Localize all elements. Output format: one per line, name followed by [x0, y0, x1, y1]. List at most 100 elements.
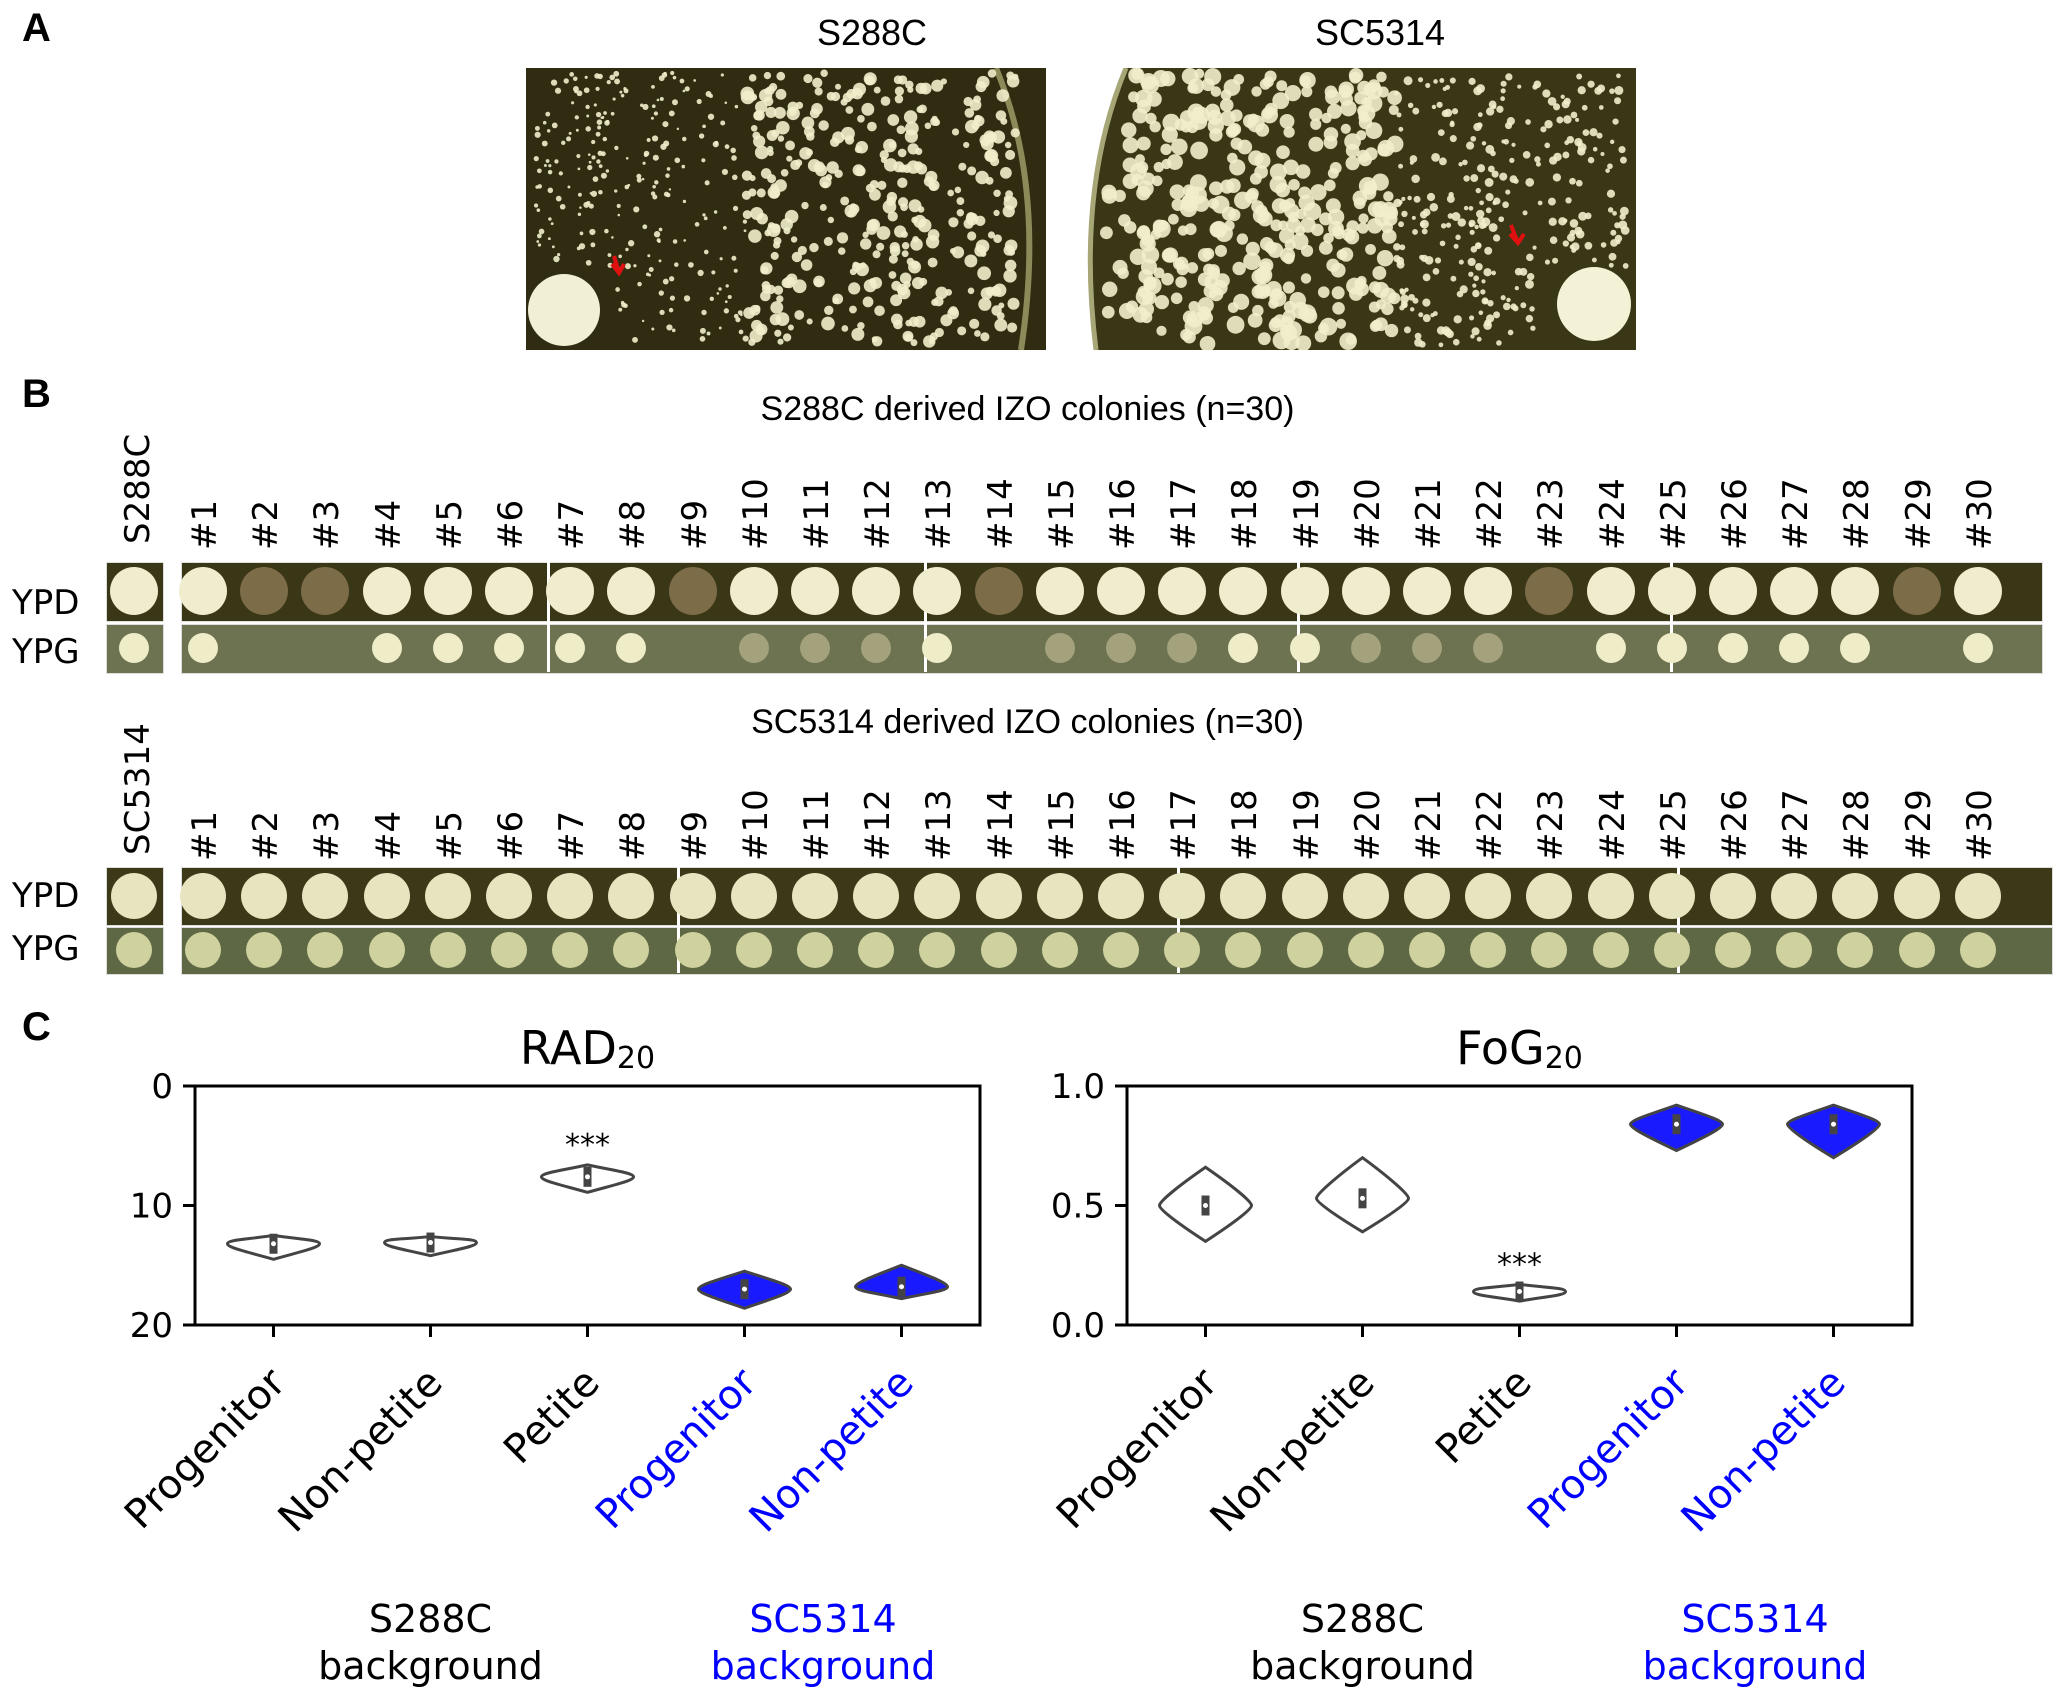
isolate-label: #26 — [1715, 789, 1755, 861]
ypg-spot — [797, 932, 833, 968]
ypd-spot — [1280, 567, 1329, 615]
plate-photo-s288c — [526, 68, 1046, 350]
ypd-spot — [1710, 872, 1756, 919]
category-label: Progenitor — [116, 1359, 295, 1538]
ypg-spot — [1412, 633, 1442, 663]
isolate-label: #6 — [491, 810, 531, 861]
violin-median — [1674, 1121, 1679, 1127]
ypd-spot — [1892, 567, 1941, 615]
ypd-spot — [1831, 567, 1880, 615]
ypd-spot — [302, 872, 349, 919]
ypd-spot — [1954, 872, 2001, 919]
isolate-label: #22 — [1470, 789, 1511, 861]
control-ypg-spot — [116, 932, 152, 968]
ypd-spot — [1465, 872, 1512, 919]
ypd-spot — [1893, 872, 1940, 919]
ypg-spot — [307, 932, 344, 968]
ypg-spot — [246, 932, 283, 968]
ypd-spot — [1709, 567, 1757, 615]
ypg-spot — [735, 932, 772, 968]
significance-marker: *** — [1497, 1247, 1542, 1282]
y-tick-label: 1.0 — [1051, 1067, 1105, 1107]
ypd-spot — [669, 872, 716, 919]
isolate-label: #27 — [1776, 789, 1817, 861]
ypd-spot — [486, 872, 532, 919]
isolate-label: #9 — [674, 499, 715, 550]
panel-label-c: C — [22, 1005, 51, 1049]
isolate-label: #14 — [980, 478, 1021, 550]
control-ypd-spot — [111, 872, 157, 919]
ypg-spot — [858, 932, 895, 968]
isolate-label: #12 — [858, 478, 899, 550]
isolate-label: #28 — [1837, 789, 1878, 861]
group-label-line1: S288C — [1301, 1597, 1424, 1641]
colony-field — [533, 69, 1020, 348]
ypd-spot — [729, 567, 778, 615]
ypd-spot — [1035, 567, 1084, 615]
group-label-line1: S288C — [369, 1597, 492, 1641]
violin-median — [428, 1240, 433, 1246]
isolate-label: #1 — [185, 810, 225, 861]
ypd-spot — [424, 872, 471, 919]
arrow-icon — [1508, 224, 1526, 247]
plate-photo-sc5314 — [1066, 68, 1636, 350]
ypd-spot — [1098, 872, 1144, 919]
plate-title-s288c: S288C — [816, 12, 928, 53]
isolate-label: #13 — [919, 478, 960, 550]
category-label: Non-petite — [270, 1360, 452, 1542]
ypd-spot — [1464, 567, 1513, 615]
ypd-spot — [240, 567, 289, 615]
y-tick-label: 0.0 — [1051, 1306, 1105, 1346]
ypd-spot — [1526, 872, 1573, 919]
arrow-icon — [610, 255, 626, 277]
chart-title: FoG20 — [1456, 1021, 1583, 1076]
isolate-label: #21 — [1409, 789, 1449, 861]
ypd-spot — [1036, 872, 1083, 919]
ypd-spot — [180, 872, 226, 919]
ypd-spot — [608, 872, 655, 919]
violin-median — [1360, 1195, 1365, 1201]
isolate-label: #7 — [552, 810, 593, 861]
isolate-label: #19 — [1286, 478, 1327, 550]
ypg-spot — [1840, 633, 1871, 663]
isolate-label: #1 — [185, 499, 225, 550]
category-label: Petite — [1427, 1360, 1540, 1473]
isolate-label: #5 — [429, 810, 470, 861]
isolate-label: #3 — [307, 810, 348, 861]
ypd-spot — [363, 872, 410, 919]
ypd-spot — [853, 872, 900, 919]
spot-assay-title-sc5314: SC5314 derived IZO colonies (n=30) — [751, 703, 1304, 741]
ypd-spot — [914, 872, 961, 919]
isolate-label: #14 — [980, 789, 1021, 861]
ypd-spot — [668, 567, 717, 615]
isolate-label: #8 — [613, 499, 654, 550]
spot-assay-title-s288c: S288C derived IZO colonies (n=30) — [760, 390, 1295, 428]
isolate-label: #19 — [1286, 789, 1327, 861]
category-label: Petite — [495, 1360, 608, 1473]
panel-label-b: B — [22, 372, 51, 416]
ypg-spot — [432, 633, 463, 663]
plate-divider — [547, 562, 550, 672]
ypd-spot — [1525, 567, 1574, 615]
significance-marker: *** — [565, 1128, 610, 1163]
ypg-spot — [555, 633, 586, 663]
ypg-spot — [1653, 932, 1690, 968]
isolate-label: #18 — [1225, 478, 1266, 550]
ypd-spot — [730, 872, 777, 919]
category-label: Non-petite — [741, 1360, 923, 1542]
ypg-spot — [1106, 633, 1136, 663]
ypg-spot — [1962, 633, 1993, 663]
ypg-spot — [1470, 932, 1507, 968]
ypd-spot — [1587, 872, 1634, 919]
y-tick-label: 10 — [130, 1187, 173, 1227]
control-label-sc5314: SC5314 — [118, 723, 158, 855]
ypg-spot — [922, 633, 953, 663]
ypg-spot — [1776, 932, 1813, 968]
ypd-spot — [1832, 872, 1879, 919]
ypg-spot — [1718, 633, 1748, 663]
row-label-ypd-top: YPD — [12, 583, 80, 623]
ypd-spot — [547, 872, 594, 919]
plate-divider — [924, 562, 927, 672]
ypg-spot — [1837, 932, 1874, 968]
violin-median — [899, 1284, 904, 1290]
